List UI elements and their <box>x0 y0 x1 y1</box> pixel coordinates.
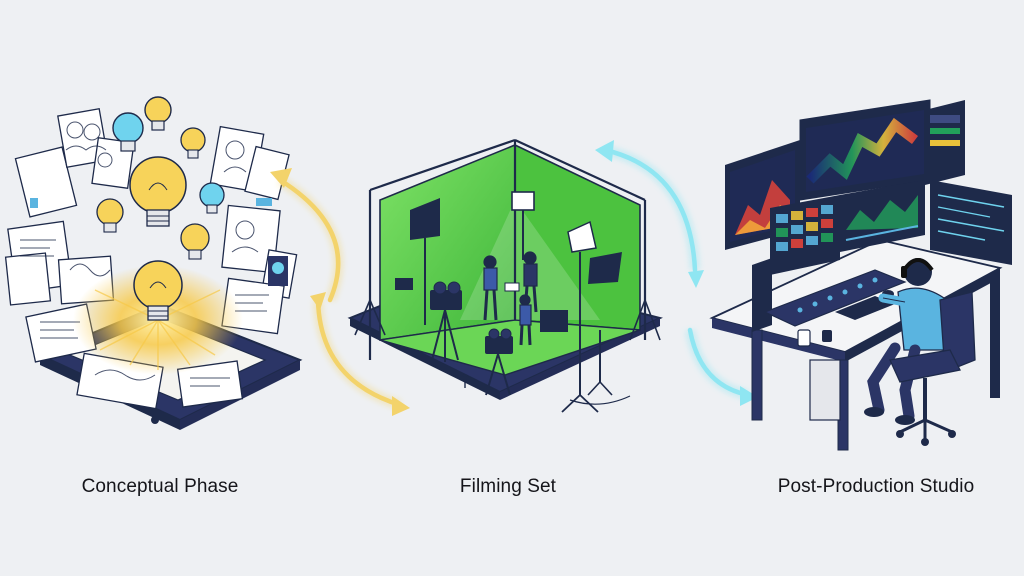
headphones-icon <box>901 258 934 278</box>
film-light-icon <box>540 310 568 332</box>
light-bulb-icon <box>129 156 187 227</box>
film-light-icon <box>567 220 597 330</box>
monitor-icon <box>770 195 840 275</box>
post-production-illustration <box>709 99 1012 451</box>
office-chair-icon <box>889 291 976 446</box>
sketch-page <box>4 252 52 306</box>
film-light-icon <box>410 198 440 325</box>
film-light-icon <box>511 191 535 260</box>
conceptual-illustration <box>4 96 303 430</box>
crew-member <box>519 294 532 346</box>
light-bulb-icon <box>199 182 225 214</box>
film-light-icon <box>561 330 613 413</box>
light-bulb-icon <box>180 127 206 159</box>
crew-member <box>483 255 498 321</box>
camera-icon <box>395 278 413 290</box>
film-light-icon <box>588 252 622 284</box>
crew-member <box>523 251 538 313</box>
light-bulb-icon <box>96 198 124 233</box>
flow-arrow-film-to-post <box>595 140 758 406</box>
filming-set-illustration <box>347 138 663 413</box>
light-bulb-icon <box>180 223 210 260</box>
monitor-icon <box>840 180 925 252</box>
flow-arrow-concept-to-film <box>270 168 410 416</box>
sketch-page <box>221 204 281 274</box>
camera-icon <box>485 328 513 396</box>
light-bulb-icon <box>144 96 172 131</box>
monitor-icon <box>930 180 1012 265</box>
stage-label-film: Filming Set <box>459 476 557 497</box>
monitor-icon <box>925 100 965 185</box>
monitor-icon <box>752 258 772 332</box>
stage-label-post: Post-Production Studio <box>777 476 975 497</box>
light-bulb-icon <box>133 260 183 321</box>
sketch-page <box>176 360 244 408</box>
camera-icon <box>430 281 462 362</box>
stage-label-concept: Conceptual Phase <box>81 476 239 497</box>
light-bulb-icon <box>112 112 144 152</box>
